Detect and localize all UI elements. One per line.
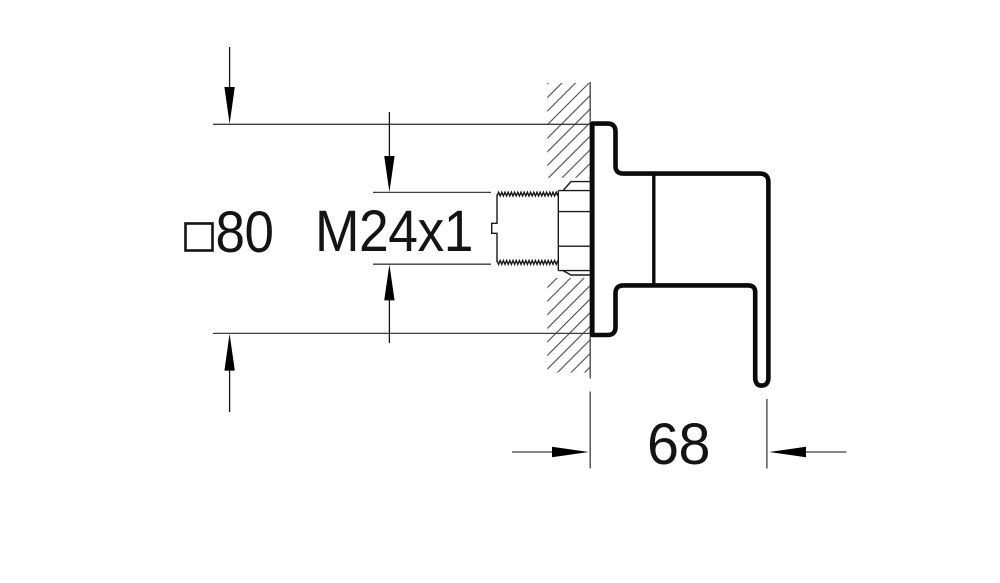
wall-hatch-lower: [547, 278, 591, 373]
nut-corner-top: [562, 180, 591, 192]
dim-faceplate: [213, 47, 590, 412]
dim-80-bottom-arrowhead-icon: [224, 333, 235, 371]
dim-m24-bottom-arrowhead-icon: [384, 264, 395, 301]
dim-80-top-arrowhead-icon: [224, 87, 235, 124]
square-symbol-icon: [184, 222, 214, 252]
dim-68-left-arrowhead-icon: [552, 446, 589, 458]
thread-bottom-zigzag: [496, 258, 559, 267]
dim-m24-top-arrowhead-icon: [384, 156, 395, 193]
dim-thread-label: M24x1: [315, 199, 473, 264]
mixer-handle: [590, 121, 771, 388]
stem-end-face: [491, 194, 498, 262]
hex-nut: [557, 180, 591, 276]
thread-top-zigzag: [496, 190, 559, 198]
dimension-labels: 80 M24x1 68: [184, 199, 711, 477]
valve-thread-stem: [491, 190, 559, 267]
dim-68-right-arrowhead-icon: [769, 446, 806, 458]
nut-corner-bottom: [562, 269, 591, 276]
handle-outline: [590, 121, 771, 388]
dim-projection-label: 68: [647, 412, 710, 477]
wall-hatch-upper: [547, 83, 591, 178]
dim-faceplate-label: 80: [216, 200, 274, 265]
dim-projection: [512, 391, 847, 469]
wall-section: [547, 82, 591, 379]
dim-thread: [373, 112, 491, 343]
